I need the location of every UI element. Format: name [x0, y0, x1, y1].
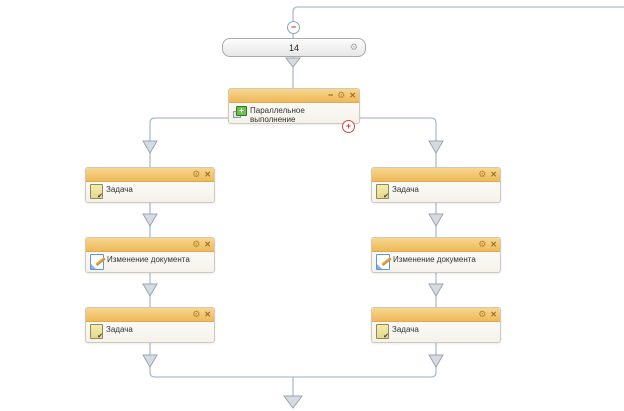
- node-title: Задача: [106, 325, 133, 334]
- minimize-icon[interactable]: −: [327, 90, 334, 100]
- parallel-execution-icon: +: [233, 105, 247, 118]
- node-title: Задача: [392, 325, 419, 334]
- parallel-plus-box: +: [236, 106, 247, 116]
- gear-icon[interactable]: ⚙: [478, 239, 487, 249]
- task-node[interactable]: ⚙ ✕ Задача: [371, 307, 501, 343]
- gear-icon[interactable]: ⚙: [337, 90, 346, 100]
- node-body: Изменение документа: [372, 252, 500, 273]
- gear-icon[interactable]: ⚙: [192, 169, 201, 179]
- gear-icon[interactable]: ⚙: [349, 42, 358, 52]
- task-icon: [376, 184, 389, 200]
- group-counter-node[interactable]: 14 ⚙: [222, 38, 366, 57]
- node-header[interactable]: ⚙ ✕: [86, 238, 214, 252]
- document-edit-icon: [376, 254, 390, 270]
- node-header[interactable]: ⚙ ✕: [86, 168, 214, 182]
- gear-icon[interactable]: ⚙: [478, 309, 487, 319]
- close-icon[interactable]: ✕: [490, 310, 497, 319]
- close-icon[interactable]: ✕: [204, 240, 211, 249]
- close-icon[interactable]: ✕: [204, 170, 211, 179]
- add-branch-badge[interactable]: +: [342, 120, 355, 133]
- node-header[interactable]: − ⚙ ✕: [229, 89, 359, 103]
- node-header[interactable]: ⚙ ✕: [372, 168, 500, 182]
- document-edit-icon: [90, 254, 104, 270]
- node-body: Задача: [372, 322, 500, 343]
- close-icon[interactable]: ✕: [490, 170, 497, 179]
- task-icon: [376, 324, 389, 340]
- collapse-branch-badge[interactable]: −: [287, 21, 300, 34]
- close-icon[interactable]: ✕: [349, 91, 356, 100]
- close-icon[interactable]: ✕: [204, 310, 211, 319]
- node-title: Параллельное выполнение: [250, 106, 305, 124]
- node-body: Изменение документа: [86, 252, 214, 273]
- gear-icon[interactable]: ⚙: [478, 169, 487, 179]
- node-body: + Параллельное выполнение +: [229, 103, 359, 133]
- task-node[interactable]: ⚙ ✕ Задача: [85, 167, 215, 203]
- parallel-execution-node[interactable]: − ⚙ ✕ + Параллельное выполнение +: [228, 88, 360, 133]
- node-body: Задача: [86, 322, 214, 343]
- task-icon: [90, 324, 103, 340]
- task-icon: [90, 184, 103, 200]
- task-node[interactable]: ⚙ ✕ Задача: [371, 167, 501, 203]
- node-body: Задача: [86, 182, 214, 203]
- group-counter-label: 14: [288, 42, 299, 53]
- gear-icon[interactable]: ⚙: [192, 239, 201, 249]
- node-title: Задача: [392, 185, 419, 194]
- node-title: Изменение документа: [107, 255, 190, 264]
- task-node[interactable]: ⚙ ✕ Задача: [85, 307, 215, 343]
- document-edit-node[interactable]: ⚙ ✕ Изменение документа: [85, 237, 215, 273]
- gear-icon[interactable]: ⚙: [192, 309, 201, 319]
- node-header[interactable]: ⚙ ✕: [372, 308, 500, 322]
- close-icon[interactable]: ✕: [490, 240, 497, 249]
- node-title: Изменение документа: [393, 255, 476, 264]
- node-body: Задача: [372, 182, 500, 203]
- node-header[interactable]: ⚙ ✕: [86, 308, 214, 322]
- node-header[interactable]: ⚙ ✕: [372, 238, 500, 252]
- document-edit-node[interactable]: ⚙ ✕ Изменение документа: [371, 237, 501, 273]
- node-title: Задача: [106, 185, 133, 194]
